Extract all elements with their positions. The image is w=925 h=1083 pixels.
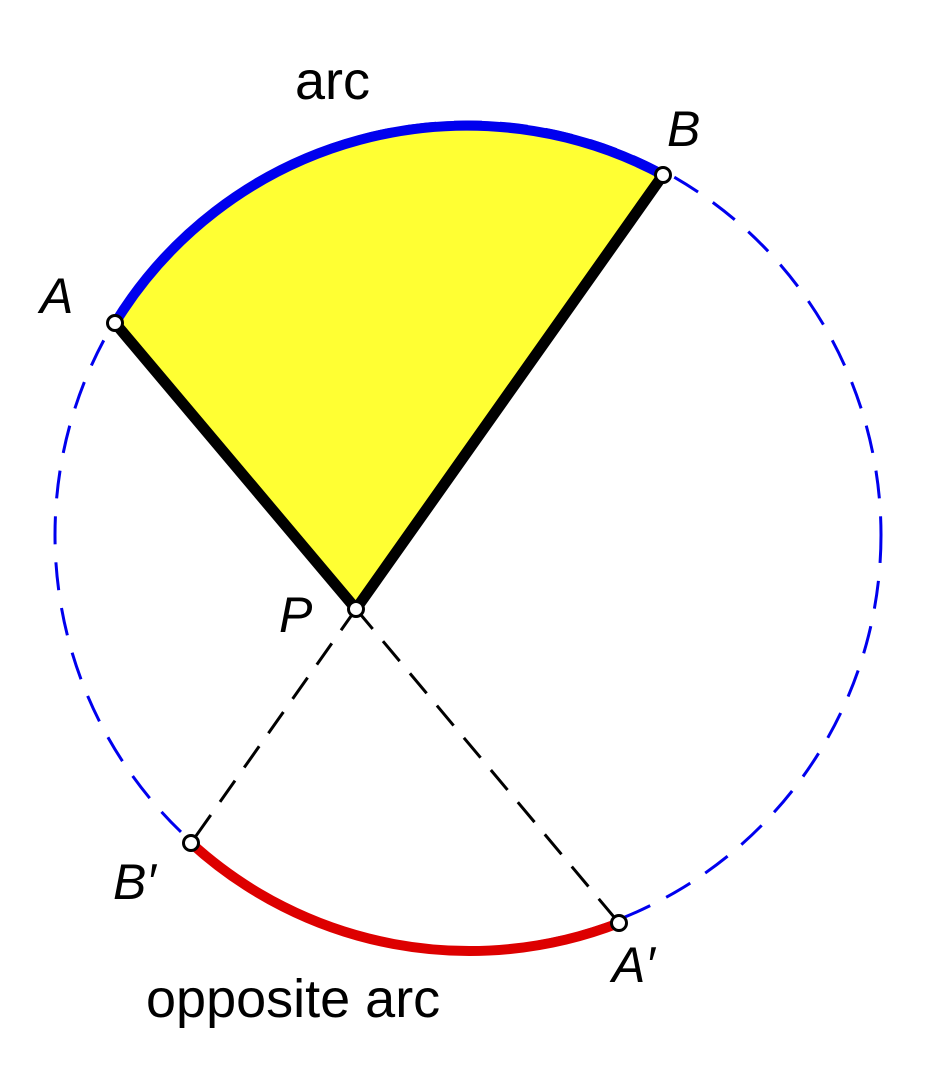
extension-P-to-B-prime bbox=[189, 608, 358, 844]
point-P-label: P bbox=[279, 587, 313, 643]
opposite-arc-label: opposite arc bbox=[146, 969, 440, 1029]
opposite-arc bbox=[187, 839, 621, 956]
point-B-label: B bbox=[667, 101, 700, 157]
point-A-prime-label: A′ bbox=[609, 937, 656, 993]
arc-AB bbox=[110, 120, 666, 326]
sector-region bbox=[115, 125, 663, 609]
point-P bbox=[347, 600, 365, 618]
segment-PA bbox=[109, 317, 362, 615]
point-A-prime bbox=[610, 914, 628, 932]
point-B bbox=[654, 166, 672, 184]
arc-label: arc bbox=[295, 51, 370, 111]
point-A bbox=[106, 314, 124, 332]
point-B-prime-label: B′ bbox=[113, 854, 157, 910]
extension-P-to-A-prime bbox=[354, 608, 621, 924]
segment-PB bbox=[350, 169, 669, 615]
point-A-label: A bbox=[37, 268, 73, 324]
point-B-prime bbox=[182, 834, 200, 852]
